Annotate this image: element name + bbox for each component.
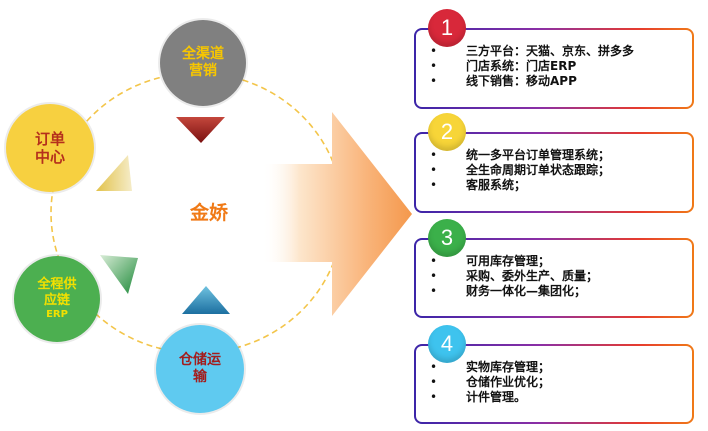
node-order-center-line2: 中心: [34, 148, 65, 166]
list-item: 可用库存管理；: [430, 254, 682, 269]
panel-1-badge: 1: [428, 9, 466, 47]
list-item: 统一多平台订单管理系统；: [430, 148, 682, 163]
triangle-blue: [182, 286, 230, 314]
center-label: 金娇: [189, 202, 228, 224]
panel-2-list: 统一多平台订单管理系统； 全生命周期订单状态跟踪； 客服系统；: [430, 148, 682, 193]
panel-2: 统一多平台订单管理系统； 全生命周期订单状态跟踪； 客服系统；: [414, 132, 694, 213]
triangle-green: [100, 255, 138, 294]
node-order-center-line1: 订单: [34, 130, 65, 148]
panel-2-badge: 2: [428, 113, 466, 151]
node-order-center: 订单 中心: [6, 104, 94, 192]
triangle-yellow: [96, 155, 132, 191]
panel-3: 可用库存管理； 采购、委外生产、质量； 财务一体化—集团化；: [414, 238, 694, 318]
panel-4-badge: 4: [428, 325, 466, 363]
node-supply-chain: 全程供 应链 ERP: [14, 256, 100, 342]
panel-3-list: 可用库存管理； 采购、委外生产、质量； 财务一体化—集团化；: [430, 254, 682, 299]
big-arrow: [262, 112, 412, 316]
panel-1-list: 三方平台：天猫、京东、拼多多 门店系统：门店ERP 线下销售：移动APP: [430, 44, 682, 89]
list-item: 三方平台：天猫、京东、拼多多: [430, 44, 682, 59]
list-item: 门店系统：门店ERP: [430, 59, 682, 74]
node-supply-chain-line1: 全程供: [37, 277, 77, 293]
node-warehouse: 仓储运 输: [156, 325, 244, 413]
list-item: 财务一体化—集团化；: [430, 284, 682, 299]
node-omnichannel-line1: 全渠道: [182, 46, 224, 63]
panel-3-badge: 3: [428, 219, 466, 257]
list-item: 全生命周期订单状态跟踪；: [430, 163, 682, 178]
panel-1: 三方平台：天猫、京东、拼多多 门店系统：门店ERP 线下销售：移动APP: [414, 28, 694, 109]
list-item: 客服系统；: [430, 178, 682, 193]
list-item: 线下销售：移动APP: [430, 74, 682, 89]
list-item: 实物库存管理；: [430, 360, 682, 375]
node-supply-chain-line2: 应链: [43, 293, 70, 308]
list-item: 采购、委外生产、质量；: [430, 269, 682, 284]
node-warehouse-line1: 仓储运: [179, 352, 221, 369]
list-item: 仓储作业优化；: [430, 375, 682, 390]
panel-4: 实物库存管理； 仓储作业优化； 计件管理。: [414, 344, 694, 424]
node-omnichannel: 全渠道 营销: [160, 20, 246, 106]
node-supply-chain-line3: ERP: [46, 308, 68, 320]
panel-4-list: 实物库存管理； 仓储作业优化； 计件管理。: [430, 360, 682, 405]
node-omnichannel-line2: 营销: [189, 63, 217, 79]
triangle-red: [176, 117, 225, 143]
list-item: 计件管理。: [430, 390, 682, 405]
node-warehouse-line2: 输: [193, 369, 207, 385]
